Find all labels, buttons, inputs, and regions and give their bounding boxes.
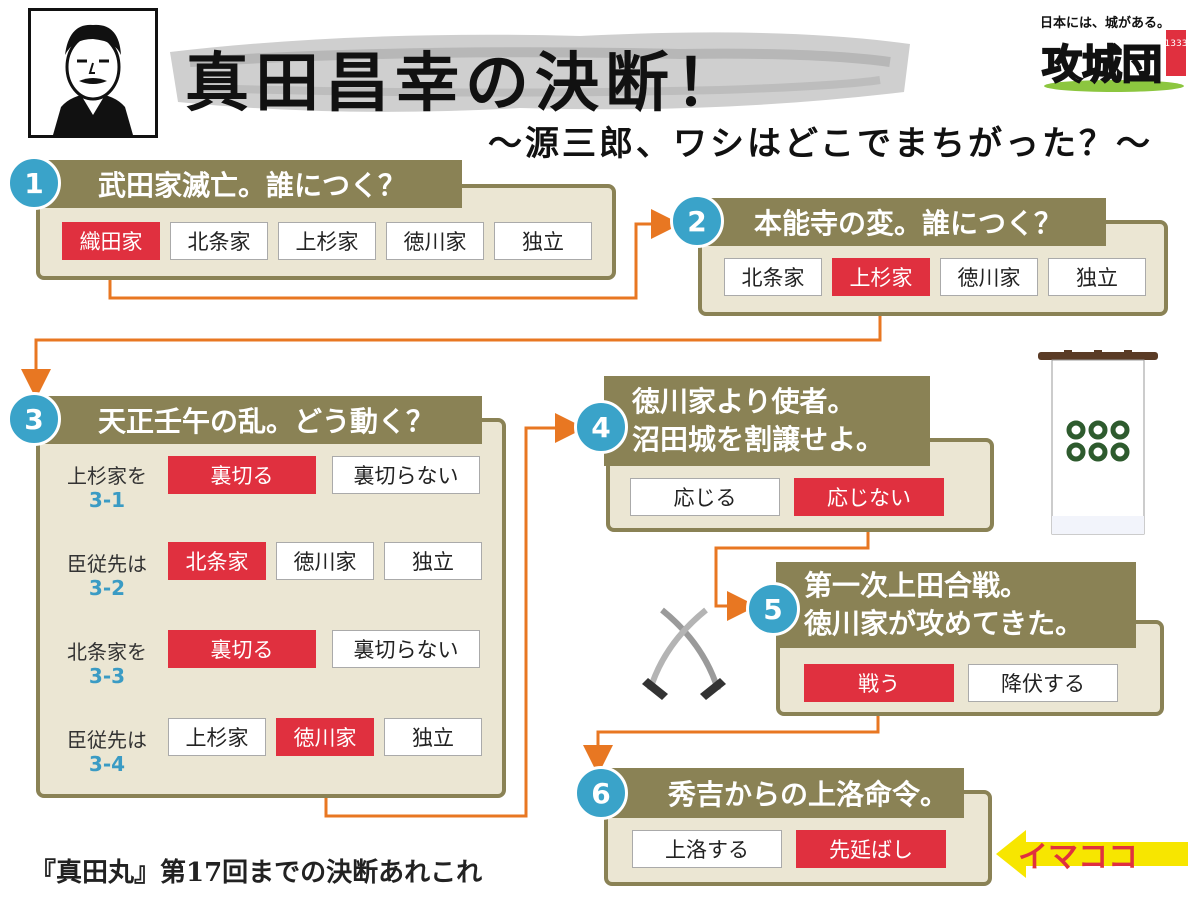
row-3-1-label: 上杉家を <box>67 464 147 488</box>
option-hojo[interactable]: 北条家 <box>168 542 266 580</box>
step-4-title-line2: 沼田城を割譲せよ。 <box>632 423 885 456</box>
step-4-number: 4 <box>574 400 628 454</box>
option-oda[interactable]: 織田家 <box>62 222 160 260</box>
option-hojo[interactable]: 北条家 <box>724 258 822 296</box>
option-independent[interactable]: 独立 <box>1048 258 1146 296</box>
option-refuse[interactable]: 応じない <box>794 478 944 516</box>
step-2-title: 本能寺の変。誰につく？ <box>690 198 1106 246</box>
option-fight[interactable]: 戦う <box>804 664 954 702</box>
option-uesugi[interactable]: 上杉家 <box>168 718 266 756</box>
footer-caption: 『真田丸』第17回までの決断あれこれ <box>30 858 483 888</box>
option-tokugawa[interactable]: 徳川家 <box>940 258 1038 296</box>
brush-stroke-background <box>170 32 910 112</box>
option-go-to-kyoto[interactable]: 上洛する <box>632 830 782 868</box>
option-betray[interactable]: 裏切る <box>168 456 316 494</box>
option-independent[interactable]: 独立 <box>384 542 482 580</box>
option-independent[interactable]: 独立 <box>494 222 592 260</box>
option-uesugi[interactable]: 上杉家 <box>832 258 930 296</box>
option-tokugawa[interactable]: 徳川家 <box>276 542 374 580</box>
rokumonsen-banner-icon <box>1038 350 1158 535</box>
logo-tagline: 日本には、城がある。 <box>1040 16 1171 31</box>
logo-badge: 1333 <box>1165 39 1188 49</box>
option-accept[interactable]: 応じる <box>630 478 780 516</box>
row-3-3-label: 北条家を <box>67 640 147 664</box>
koujoudan-logo: 1333 攻城団 <box>1038 30 1190 92</box>
step-1-number: 1 <box>7 156 61 210</box>
row-3-2-number: 3-2 <box>88 576 126 600</box>
row-3-4-number: 3-4 <box>88 752 126 776</box>
row-3-3-number: 3-3 <box>88 664 126 688</box>
row-3-2-label: 臣従先は <box>67 552 147 576</box>
left-arrow-icon <box>996 830 1188 878</box>
crossed-swords-icon <box>642 607 726 700</box>
step-3-number: 3 <box>7 392 61 446</box>
step-6-number: 6 <box>574 766 628 820</box>
step-5-title-line1: 第一次上田合戦。 <box>804 569 1029 602</box>
page-subtitle: ～源三郎、ワシはどこでまちがった？～ <box>488 124 1153 164</box>
step-2-number: 2 <box>670 194 724 248</box>
step-4-title-line1: 徳川家より使者。 <box>632 385 856 418</box>
option-surrender[interactable]: 降伏する <box>968 664 1118 702</box>
option-betray[interactable]: 裏切る <box>168 630 316 668</box>
option-independent[interactable]: 独立 <box>384 718 482 756</box>
row-3-4-label: 臣従先は <box>67 728 147 752</box>
step-1-title: 武田家滅亡。誰につく？ <box>34 160 462 208</box>
logo-text: 攻城団 <box>1042 41 1162 88</box>
portrait-illustration <box>28 8 158 138</box>
step-5-title: 第一次上田合戦。 徳川家が攻めてきた。 <box>776 562 1136 648</box>
option-postpone[interactable]: 先延ばし <box>796 830 946 868</box>
step-5-number: 5 <box>746 582 800 636</box>
step-5-title-line2: 徳川家が攻めてきた。 <box>804 607 1084 640</box>
option-not-betray[interactable]: 裏切らない <box>332 630 480 668</box>
option-tokugawa[interactable]: 徳川家 <box>276 718 374 756</box>
option-hojo[interactable]: 北条家 <box>170 222 268 260</box>
step-3-title: 天正壬午の乱。どう動く？ <box>34 396 482 444</box>
current-position-label: イマココ <box>1018 840 1138 875</box>
page-title: 真田昌幸の決断！ <box>185 46 745 121</box>
row-3-1-number: 3-1 <box>88 488 126 512</box>
option-tokugawa[interactable]: 徳川家 <box>386 222 484 260</box>
option-uesugi[interactable]: 上杉家 <box>278 222 376 260</box>
option-not-betray[interactable]: 裏切らない <box>332 456 480 494</box>
step-6-title: 秀吉からの上洛命令。 <box>604 768 964 818</box>
step-4-title: 徳川家より使者。 沼田城を割譲せよ。 <box>604 376 930 466</box>
